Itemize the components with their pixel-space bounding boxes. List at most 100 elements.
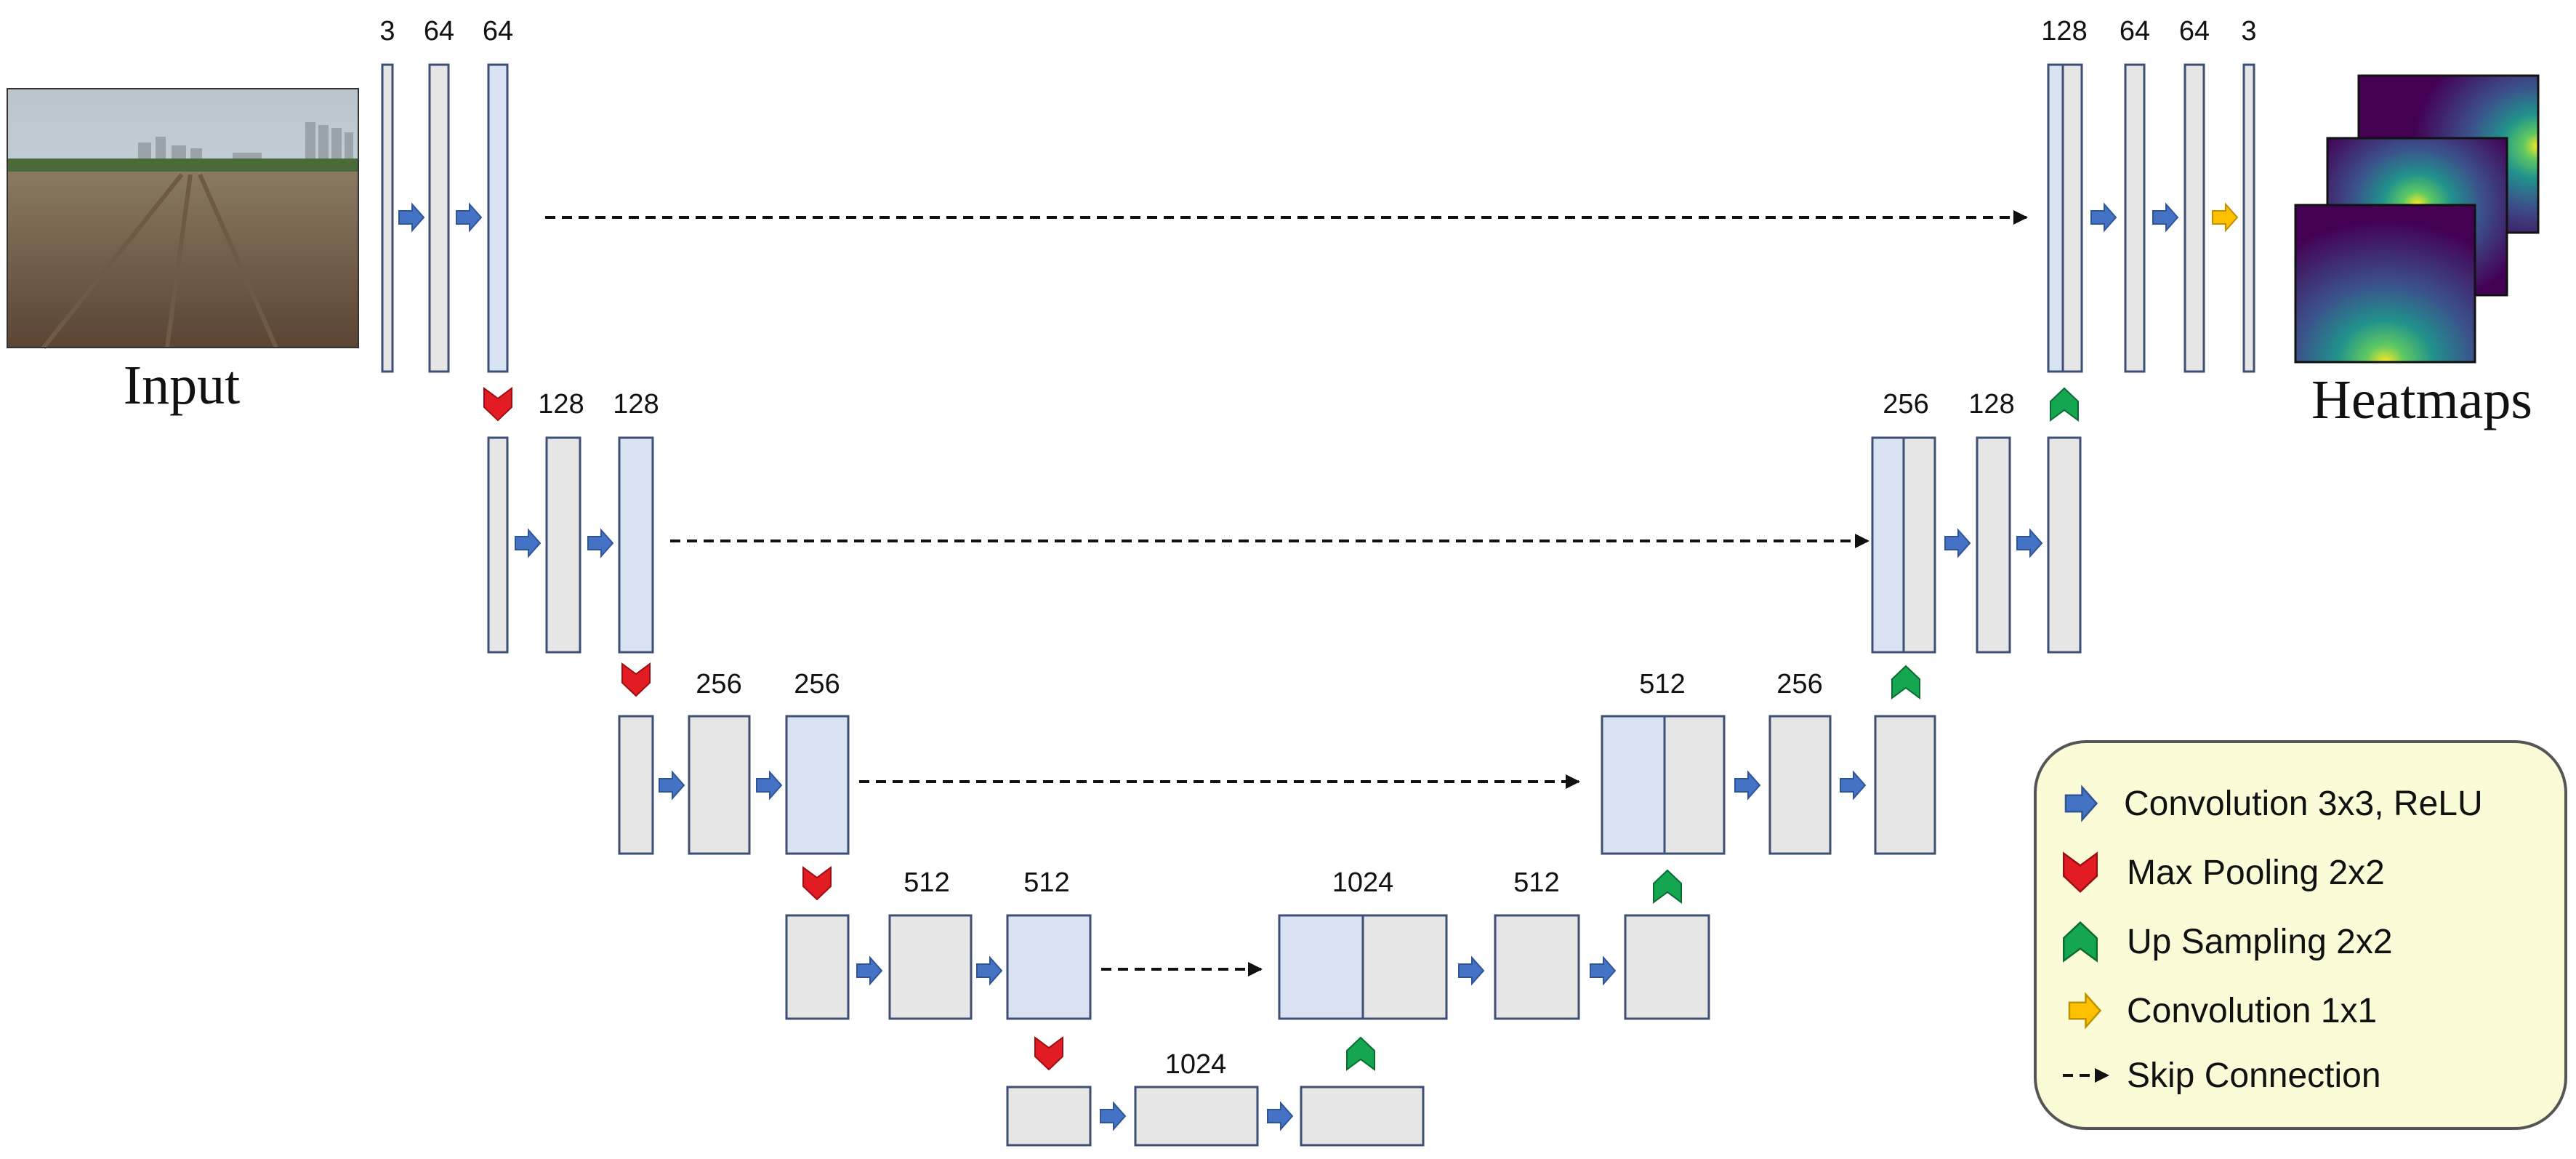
- feature-map: [785, 715, 850, 855]
- maxpool-chevron-icon: [1034, 1036, 1063, 1071]
- channel-label: 128: [613, 389, 659, 420]
- conv-arrow-icon: [398, 202, 425, 233]
- feature-map: [2183, 63, 2205, 373]
- legend-item-label: Convolution 1x1: [2127, 992, 2377, 1030]
- channel-label: 64: [483, 16, 513, 47]
- channel-label: 128: [1968, 389, 2014, 420]
- channel-label: 256: [794, 669, 840, 699]
- conv-arrow-icon: [1734, 770, 1761, 801]
- channel-label: 128: [2041, 16, 2087, 47]
- legend-maxpool-icon: [2062, 851, 2098, 894]
- legend-conv-arrow-icon: [2064, 785, 2098, 822]
- feature-map: [1874, 715, 1936, 855]
- decoder-level-2: 256 128: [1871, 389, 2082, 654]
- upsample-chevron-icon: [1346, 1036, 1375, 1071]
- conv1x1-arrow-icon: [2212, 202, 2239, 233]
- maxpool-chevron-icon: [802, 866, 832, 901]
- feature-map: [1494, 914, 1580, 1020]
- conv-arrow-icon: [587, 528, 614, 558]
- conv-arrow-icon: [456, 202, 483, 233]
- conv-arrow-icon: [2152, 202, 2179, 233]
- conv-arrow-icon: [1840, 770, 1867, 801]
- input-label: Input: [124, 355, 240, 416]
- feature-map: [1624, 914, 1710, 1020]
- conv-arrow-icon: [1944, 528, 1971, 558]
- conv-arrow-icon: [976, 955, 1003, 986]
- feature-map: [1601, 715, 1666, 855]
- feature-map: [1663, 715, 1726, 855]
- legend-conv1x1-icon: [2068, 992, 2102, 1030]
- channel-label: 128: [538, 389, 584, 420]
- feature-map: [1278, 914, 1364, 1020]
- feature-map: [688, 715, 751, 855]
- channel-label: 512: [1639, 669, 1685, 699]
- feature-map: [2047, 63, 2064, 373]
- feature-map: [618, 715, 654, 855]
- maxpool-chevron-icon: [621, 662, 651, 697]
- conv-arrow-icon: [1267, 1101, 1294, 1131]
- channel-label: 512: [903, 867, 949, 898]
- feature-map: [1768, 715, 1832, 855]
- channel-label: 1024: [1165, 1049, 1227, 1080]
- feature-map: [381, 63, 394, 373]
- feature-map: [1902, 436, 1936, 654]
- upsample-chevron-icon: [1653, 869, 1682, 904]
- channel-label: 64: [2179, 16, 2210, 47]
- feature-map: [888, 914, 973, 1020]
- feature-map: [2047, 436, 2082, 654]
- conv-arrows: [398, 202, 2179, 1131]
- encoder-level-1: 3 64 64: [379, 16, 513, 373]
- channel-label: 256: [1883, 389, 1928, 420]
- conv-arrow-icon: [1100, 1101, 1127, 1131]
- feature-map: [1976, 436, 2011, 654]
- channel-label: 1024: [1332, 867, 1394, 898]
- feature-map: [1300, 1086, 1425, 1147]
- conv-arrow-icon: [2016, 528, 2043, 558]
- legend-item-label: Skip Connection: [2127, 1056, 2381, 1095]
- conv-arrow-icon: [1458, 955, 1485, 986]
- channel-label: 3: [2241, 16, 2256, 47]
- bottleneck-level-5: 1024: [1006, 1049, 1425, 1147]
- legend-upsample-icon: [2062, 921, 2098, 963]
- encoder-level-4: 512 512: [785, 867, 1092, 1020]
- upsample-chevron-icon: [1891, 665, 1920, 699]
- channel-label: 64: [424, 16, 454, 47]
- channel-label: 256: [1776, 669, 1822, 699]
- feature-map: [1871, 436, 1905, 654]
- legend: Convolution 3x3, ReLU Max Pooling 2x2 Up…: [2034, 740, 2567, 1130]
- feature-map: [1006, 1086, 1092, 1147]
- heatmap-image: [2294, 204, 2476, 364]
- output-label: Heatmaps: [2311, 369, 2532, 430]
- channel-label: 512: [1023, 867, 1069, 898]
- feature-map: [487, 63, 509, 373]
- pool-arrows: [483, 387, 1063, 1071]
- legend-item-label: Up Sampling 2x2: [2127, 923, 2393, 961]
- input-image: [7, 88, 359, 349]
- conv-arrow-icon: [515, 528, 542, 558]
- legend-item-label: Max Pooling 2x2: [2127, 854, 2385, 892]
- feature-map: [487, 436, 509, 654]
- feature-map: [428, 63, 450, 373]
- decoder-level-3: 512 256: [1601, 669, 1936, 855]
- feature-map: [545, 436, 581, 654]
- conv-arrow-icon: [659, 770, 685, 801]
- maxpool-chevron-icon: [483, 387, 512, 422]
- decoder-level-1: 128 64 64 3: [2041, 16, 2257, 373]
- feature-map: [2124, 63, 2146, 373]
- feature-map: [1134, 1086, 1259, 1147]
- channel-label: 64: [2120, 16, 2150, 47]
- feature-map: [2242, 63, 2255, 373]
- conv-arrow-icon: [756, 770, 783, 801]
- conv-arrow-icon: [856, 955, 883, 986]
- encoder-level-2: 128 128: [487, 389, 659, 654]
- feature-map: [785, 914, 850, 1020]
- feature-map: [618, 436, 654, 654]
- feature-map: [2061, 63, 2083, 373]
- legend-box: [2034, 740, 2567, 1130]
- feature-map: [1006, 914, 1092, 1020]
- upsample-arrows: [1346, 387, 2079, 1071]
- channel-label: 512: [1513, 867, 1559, 898]
- output-heatmaps: [2294, 74, 2540, 364]
- legend-item-label: Convolution 3x3, ReLU: [2124, 785, 2483, 823]
- channel-label: 256: [696, 669, 741, 699]
